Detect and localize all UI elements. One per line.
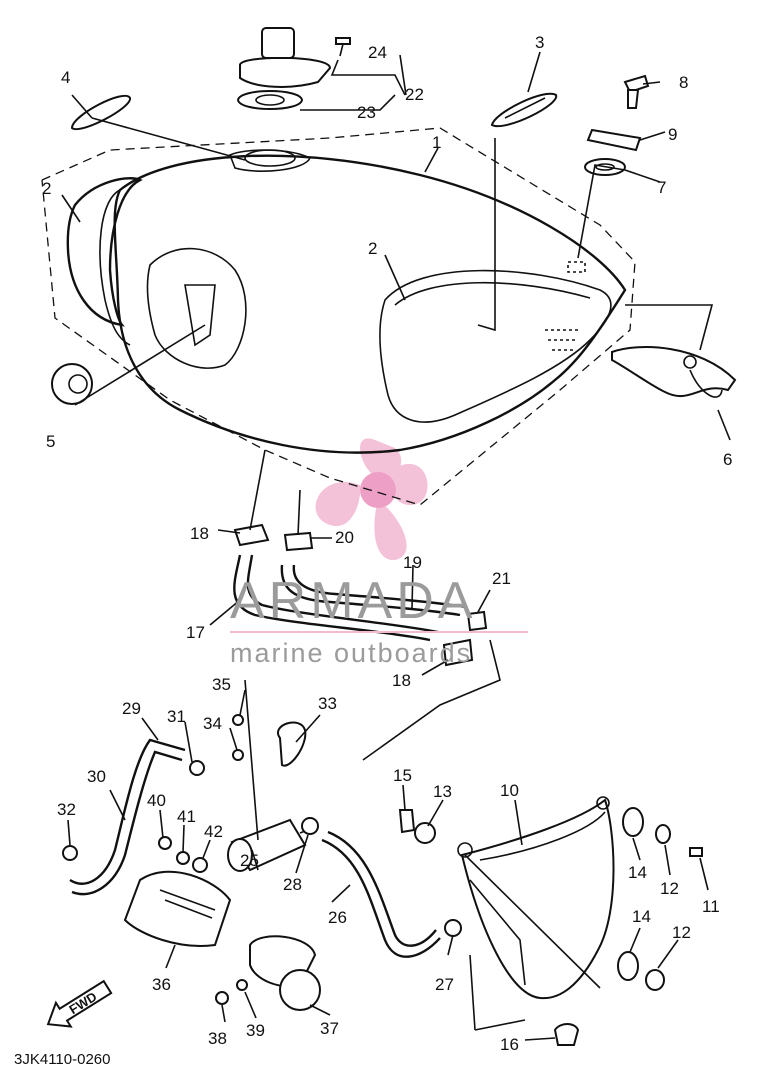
bracket-part-6: [611, 346, 737, 398]
callout-18: 18: [392, 671, 411, 690]
callout-36: 36: [152, 975, 171, 994]
callout-14: 14: [628, 863, 647, 882]
hoses-and-clips: [233, 523, 488, 667]
damper-part-5: [51, 363, 93, 405]
fuel-filter-part-25: [227, 818, 319, 872]
emblem-part-3: [490, 92, 558, 128]
callout-10: 10: [500, 781, 519, 800]
callout-8: 8: [679, 73, 688, 92]
callout-12: 12: [660, 879, 679, 898]
callout-1: 1: [432, 133, 441, 152]
callout-4: 4: [61, 68, 70, 87]
watermark: ARMADA marine outboards: [230, 572, 528, 668]
callout-25: 25: [240, 851, 259, 870]
clamp-part-33: [277, 721, 307, 767]
callout-39: 39: [246, 1021, 265, 1040]
sub-tank-part-10: [362, 639, 615, 1031]
valve-part-37: [249, 935, 321, 1011]
callout-21: 21: [492, 569, 511, 588]
callout-6: 6: [723, 450, 732, 469]
callout-41: 41: [177, 807, 196, 826]
callout-34: 34: [203, 714, 222, 733]
callout-42: 42: [204, 822, 223, 841]
callout-16: 16: [500, 1035, 519, 1054]
callout-9: 9: [668, 125, 677, 144]
callout-33: 33: [318, 694, 337, 713]
callout-31: 31: [167, 707, 186, 726]
bolt-part-8: [623, 74, 650, 109]
leader-lines: [61, 51, 731, 1041]
callout-14: 14: [632, 907, 651, 926]
watermark-brand: ARMADA: [230, 572, 476, 630]
hose-part-26: [321, 830, 441, 958]
plate-part-9: [586, 128, 642, 152]
diagram-code: 3JK4110-0260: [14, 1051, 110, 1068]
callout-28: 28: [283, 875, 302, 894]
callout-26: 26: [328, 908, 347, 927]
small-fasteners: [62, 714, 462, 1005]
fuel-tank-part-1: [41, 127, 636, 506]
callout-23: 23: [357, 103, 376, 122]
callout-24: 24: [368, 43, 387, 62]
callout-11: 11: [702, 897, 720, 916]
callout-15: 15: [393, 766, 412, 785]
callout-labels: 1 2 2 3 4 5 6 7 8 9 10 11 12 12 13 14 14…: [42, 33, 732, 1054]
callout-35: 35: [212, 675, 231, 694]
callout-18: 18: [190, 524, 209, 543]
callout-12: 12: [672, 923, 691, 942]
callout-13: 13: [433, 782, 452, 801]
filler-cap-assembly: [236, 27, 351, 110]
callout-19: 19: [403, 553, 422, 572]
callout-30: 30: [87, 767, 106, 786]
callout-2: 2: [368, 239, 377, 258]
callout-3: 3: [535, 33, 544, 52]
callout-20: 20: [335, 528, 354, 547]
callout-7: 7: [657, 178, 666, 197]
gasket-part-4: [70, 95, 131, 131]
callout-40: 40: [147, 791, 166, 810]
watermark-logo: [315, 438, 428, 561]
callout-2: 2: [42, 179, 51, 198]
callout-5: 5: [46, 432, 55, 451]
fwd-arrow-icon: FWD: [46, 979, 113, 1028]
grommets-part-12-14: [398, 807, 703, 1046]
callout-32: 32: [57, 800, 76, 819]
callout-27: 27: [435, 975, 454, 994]
hose-part-29-30: [69, 738, 186, 896]
callout-37: 37: [320, 1019, 339, 1038]
callout-38: 38: [208, 1029, 227, 1048]
callout-29: 29: [122, 699, 141, 718]
callout-17: 17: [186, 623, 205, 642]
callout-22: 22: [405, 85, 424, 104]
watermark-tagline: marine outboards: [230, 638, 472, 668]
cover-part-36: [123, 870, 232, 947]
